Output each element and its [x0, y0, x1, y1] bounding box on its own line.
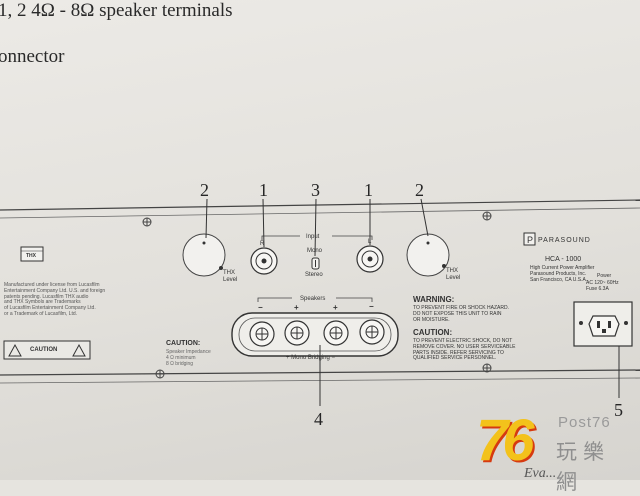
thx-level-knob-right [406, 233, 450, 277]
terminal-minus-1: − [258, 303, 263, 312]
terminal-plus-2: + [333, 303, 338, 312]
panel-screw [482, 211, 492, 221]
callout-4: 4 [314, 409, 323, 429]
svg-text:P: P [527, 235, 533, 245]
connector-text: onnector [0, 46, 65, 67]
logo-chinese-text: 玩樂網 [556, 441, 610, 494]
warning-title: WARNING: [413, 295, 455, 304]
rca-input-left [356, 245, 384, 273]
callout-2-left: 2 [200, 180, 209, 200]
speakers-label: Speakers [300, 296, 326, 302]
parasound-logo: P [523, 232, 536, 246]
warning-body: TO PREVENT FIRE OR SHOCK HAZARD. DO NOT … [413, 305, 509, 323]
panel-screw [482, 363, 492, 373]
caution-label-box [3, 340, 91, 360]
logo-post-text: Post76 [558, 414, 611, 431]
thx-level-knob-left [182, 233, 226, 277]
panel-screw [142, 217, 152, 227]
power-spec: AC 120~ 60Hz Fuse 6.3A [586, 280, 619, 292]
speaker-terminal [359, 319, 385, 345]
callout-2-right: 2 [415, 180, 424, 200]
speaker-terminal-block [231, 312, 399, 357]
input-r-label: R [260, 241, 265, 247]
brand-name: PARASOUND [538, 237, 591, 244]
power-label: Power [597, 273, 612, 279]
speaker-terminal [249, 321, 275, 347]
mono-stereo-switch [311, 257, 320, 270]
caution-title: CAUTION: [413, 328, 453, 337]
panel-screw [155, 369, 165, 379]
model-name: HCA - 1000 [545, 256, 582, 263]
input-label: Input [306, 234, 320, 240]
callout-5: 5 [614, 400, 623, 420]
caution-body: TO PREVENT ELECTRIC SHOCK, DO NOT REMOVE… [413, 338, 516, 362]
terminal-minus-2: − [369, 302, 374, 311]
rear-panel-drawing: P [0, 198, 640, 406]
speaker-terminal [284, 320, 310, 346]
ac-power-inlet [573, 301, 633, 347]
callout-3: 3 [311, 180, 320, 200]
terminal-plus-1: + [294, 303, 299, 312]
logo-number: 76 [476, 408, 534, 473]
caution-label-text: CAUTION [30, 347, 58, 353]
thx-level-right-label: THX Level [446, 268, 461, 281]
thx-level-left-label: THX Level [223, 270, 238, 283]
mono-label: Mono [307, 248, 323, 254]
caution-left-body: Speaker Impedance 4 Ω minimum 8 Ω bridgi… [166, 349, 211, 367]
speaker-terminals-text: 1, 2 4Ω - 8Ω speaker terminals [0, 0, 233, 21]
speaker-terminal [323, 320, 349, 346]
rca-input-right [250, 247, 278, 275]
input-l-label: L [368, 239, 372, 245]
thx-logo-badge [20, 246, 44, 262]
callout-1-left: 1 [259, 180, 268, 200]
thx-badge-text: THX [26, 253, 36, 259]
callout-1-right: 1 [364, 180, 373, 200]
model-description: High Current Power Amplifier Parasound P… [530, 265, 595, 283]
handwriting-fragment: Eva... [524, 466, 557, 481]
license-text: Manufactured under license from Lucasfil… [4, 282, 106, 317]
stereo-label: Stereo [305, 272, 323, 278]
caution-left-title: CAUTION: [166, 340, 201, 347]
post76-watermark: 76 Post76 玩樂網 [476, 408, 626, 495]
mono-bridging-label: + Mono Bridging − [286, 355, 336, 361]
